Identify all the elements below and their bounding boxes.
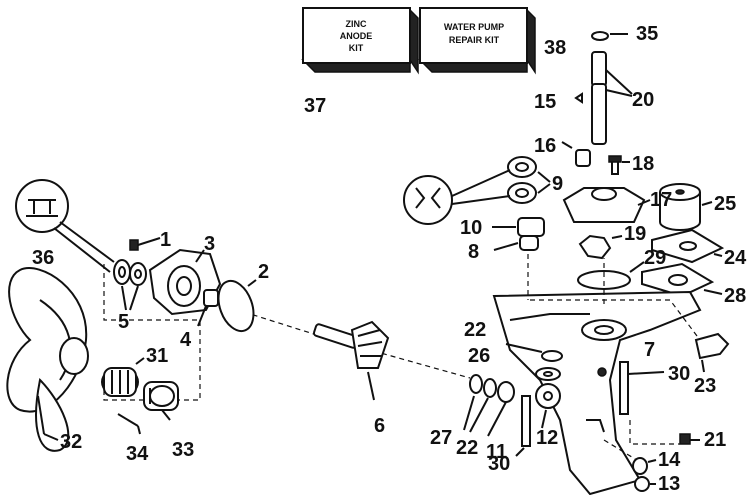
callout-10: 10 bbox=[460, 217, 482, 239]
screw-13 bbox=[634, 476, 656, 492]
callout-3: 3 bbox=[204, 233, 215, 255]
callout-23: 23 bbox=[694, 375, 716, 397]
callout-33: 33 bbox=[172, 439, 194, 461]
pin-32 bbox=[37, 395, 59, 441]
callout-15: 15 bbox=[534, 91, 556, 113]
callout-19: 19 bbox=[624, 223, 646, 245]
callout-37: 37 bbox=[304, 95, 326, 117]
callout-30-right: 30 bbox=[668, 363, 690, 385]
spacer-31 bbox=[101, 357, 145, 397]
impeller-cup-25 bbox=[659, 183, 713, 231]
callout-27: 27 bbox=[430, 427, 452, 449]
screw-14 bbox=[632, 457, 657, 475]
callout-24: 24 bbox=[724, 247, 747, 269]
driveshaft-20 bbox=[591, 51, 633, 145]
o-ring-2 bbox=[217, 279, 257, 333]
callout-26: 26 bbox=[468, 345, 490, 367]
callout-38: 38 bbox=[544, 37, 566, 59]
propeller-shaft-6 bbox=[313, 320, 390, 401]
bearing-detail-circle bbox=[403, 169, 511, 225]
callout-22-upper: 22 bbox=[464, 319, 486, 341]
screw-1 bbox=[129, 237, 161, 251]
callout-1: 1 bbox=[160, 229, 171, 251]
zinc-anode-kit-line2: ANODE bbox=[340, 31, 373, 41]
bearing-parts-27-22-11 bbox=[463, 374, 515, 437]
key-15 bbox=[574, 92, 583, 104]
bolt-30-right bbox=[619, 361, 665, 415]
plate-24 bbox=[651, 228, 725, 264]
bushing-16 bbox=[561, 141, 591, 167]
callout-20: 20 bbox=[632, 89, 654, 111]
water-pump-repair-kit-box: WATER PUMP REPAIR KIT bbox=[418, 7, 536, 75]
callout-29: 29 bbox=[644, 247, 666, 269]
plate-28 bbox=[641, 262, 723, 298]
impeller-19 bbox=[578, 234, 623, 260]
alignment-lines bbox=[103, 254, 701, 463]
callout-25: 25 bbox=[714, 193, 736, 215]
plug-21 bbox=[679, 433, 700, 445]
gearcase-housing bbox=[492, 290, 702, 495]
callout-30-bottom: 30 bbox=[488, 453, 510, 475]
water-pump-kit-line1: WATER PUMP bbox=[444, 22, 504, 32]
callout-13: 13 bbox=[658, 473, 680, 495]
callout-labels: 35 38 37 15 20 16 18 9 17 25 10 19 8 24 … bbox=[32, 23, 747, 495]
water-pump-kit-line2: REPAIR KIT bbox=[449, 35, 500, 45]
zinc-anode-kit-box: ZINC ANODE KIT bbox=[301, 7, 419, 75]
callout-14: 14 bbox=[658, 449, 681, 471]
anode-detail-circle bbox=[15, 179, 115, 273]
gasket-29 bbox=[577, 261, 645, 290]
callout-7: 7 bbox=[644, 339, 655, 361]
propeller-36 bbox=[6, 267, 89, 452]
callout-11: 11 bbox=[486, 441, 507, 463]
callout-32: 32 bbox=[60, 431, 82, 453]
callout-9: 9 bbox=[552, 173, 563, 195]
callout-21: 21 bbox=[704, 429, 726, 451]
callout-35: 35 bbox=[636, 23, 658, 45]
callout-5: 5 bbox=[118, 311, 129, 333]
zinc-anode-kit-line1: ZINC bbox=[346, 19, 367, 29]
callout-34: 34 bbox=[126, 443, 149, 465]
housing-17 bbox=[562, 187, 651, 223]
callout-28: 28 bbox=[724, 285, 746, 307]
callout-4: 4 bbox=[180, 329, 192, 351]
bearing-4 bbox=[197, 289, 219, 327]
callout-36: 36 bbox=[32, 247, 54, 269]
callout-17: 17 bbox=[650, 189, 672, 211]
ring-8 bbox=[493, 235, 539, 251]
screw-18 bbox=[608, 155, 630, 175]
washers-5 bbox=[113, 259, 147, 311]
bushing-10 bbox=[492, 217, 545, 237]
callout-22-lower: 22 bbox=[456, 437, 478, 459]
callout-6: 6 bbox=[374, 415, 385, 437]
thrust-washer-26 bbox=[535, 367, 561, 381]
bolt-30-bottom bbox=[515, 395, 531, 457]
callout-31: 31 bbox=[146, 345, 168, 367]
thrust-hub-33 bbox=[143, 381, 179, 421]
washer-22 bbox=[505, 343, 563, 362]
zinc-anode-kit-line3: KIT bbox=[349, 43, 364, 53]
callout-12: 12 bbox=[536, 427, 558, 449]
callout-16: 16 bbox=[534, 135, 556, 157]
bearings-9 bbox=[507, 156, 551, 204]
anode-23 bbox=[694, 332, 730, 373]
bearing-housing-3 bbox=[148, 248, 222, 316]
callout-2: 2 bbox=[258, 261, 269, 283]
gear-12 bbox=[535, 383, 561, 429]
callout-8: 8 bbox=[468, 241, 479, 263]
cotter-pin-34 bbox=[117, 413, 141, 435]
o-ring-35 bbox=[591, 31, 628, 41]
callout-18: 18 bbox=[632, 153, 654, 175]
